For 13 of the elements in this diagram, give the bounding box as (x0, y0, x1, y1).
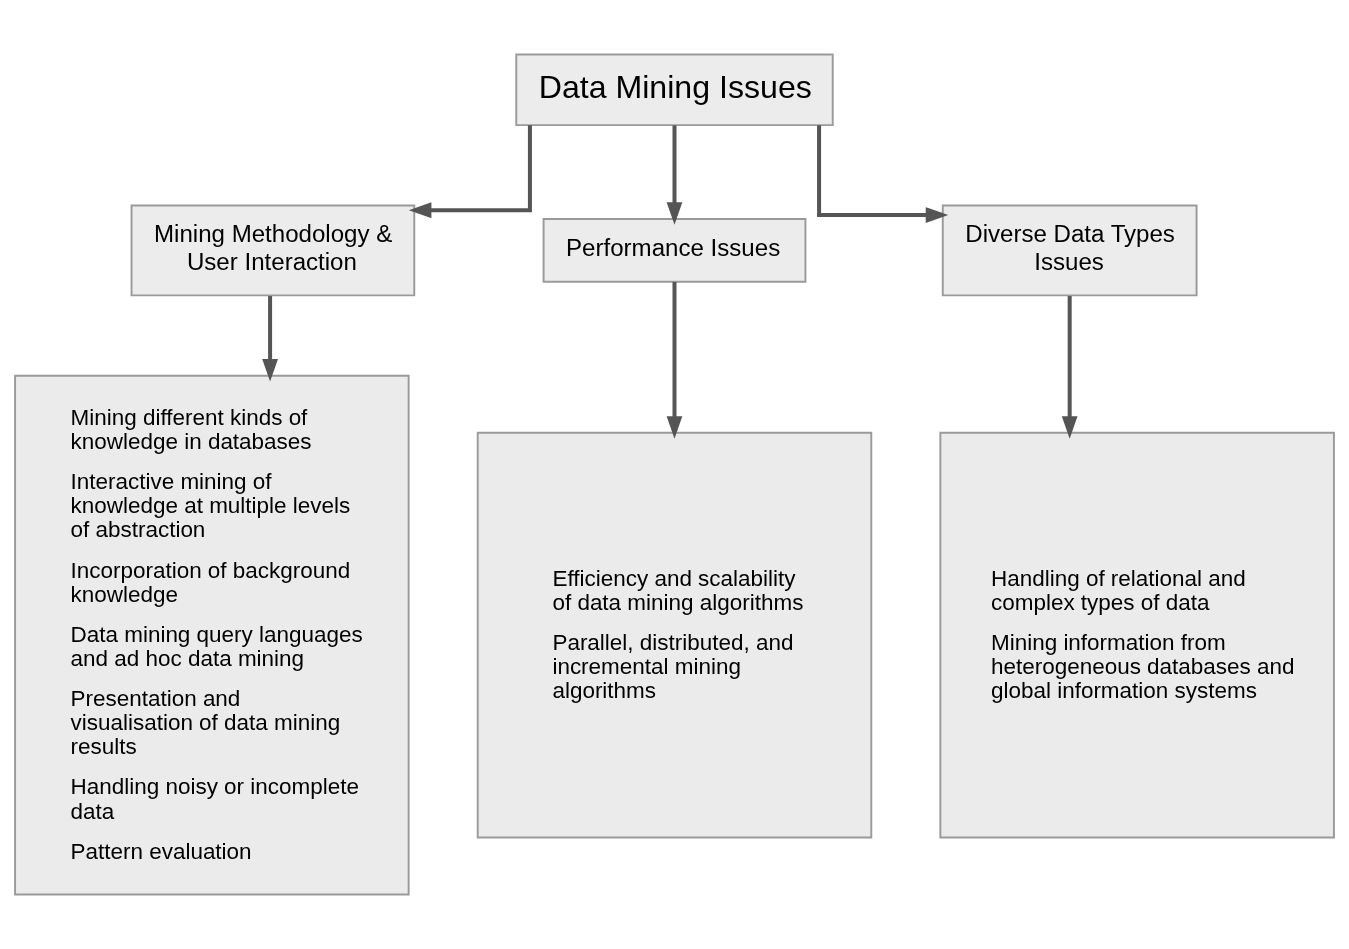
node-box: Data Mining Issues (515, 53, 834, 127)
arrow (666, 281, 683, 439)
node-box: Efficiency and scalability of data mining algorithms Parallel, distributed, and incremental mining algorithms (476, 431, 873, 839)
node-box: Diverse Data Types Issues (941, 204, 1198, 297)
arrow (1061, 296, 1078, 439)
arrow (408, 125, 532, 219)
node-box: Handling of relational and complex types of data Mining information from heterogeneous databases and global information systems (939, 431, 1335, 839)
node-box: Mining different kinds of knowledge in databases Interactive mining of knowledge at multiple levels of abstraction Incorporation of background knowledge Data mining query languages and ad hoc data mining Presentation and visualisation of data mining results Handling noisy or incomplete data Pattern evaluation (14, 374, 410, 896)
arrow (262, 296, 278, 382)
node-box: Performance Issues (542, 218, 807, 283)
arrow (817, 125, 949, 223)
node-box: Mining Methodology & User Interaction (130, 204, 416, 297)
arrow (666, 125, 683, 225)
